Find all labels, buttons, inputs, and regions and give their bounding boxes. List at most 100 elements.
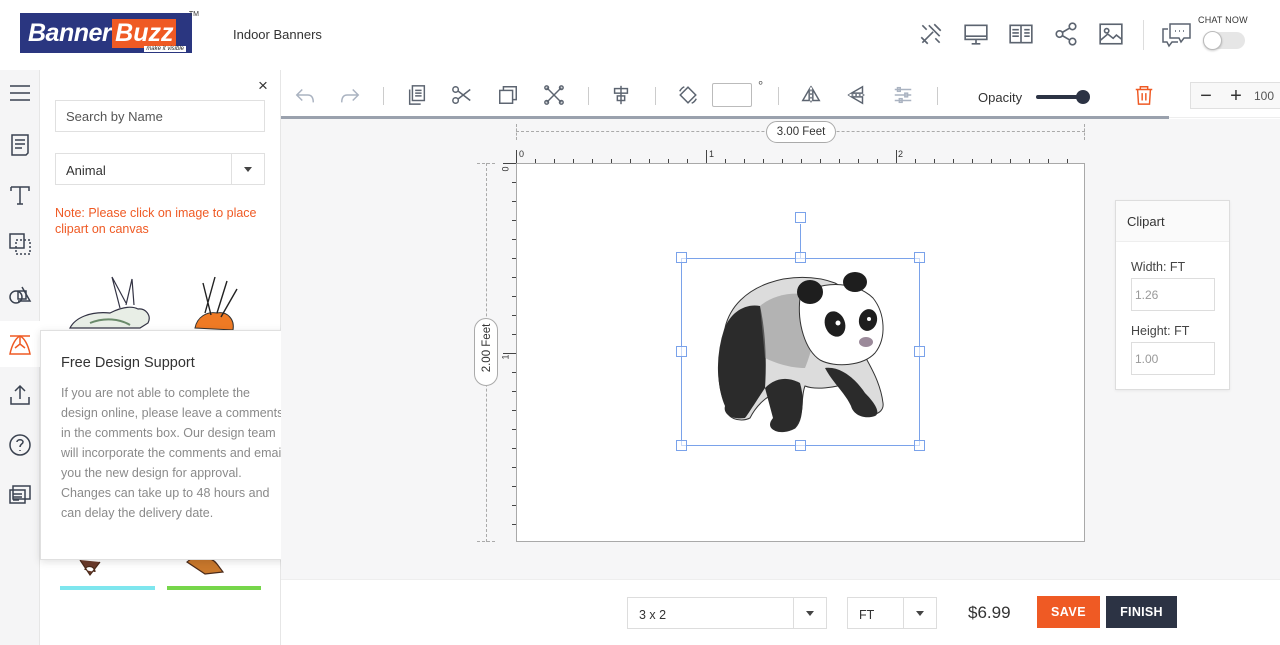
top-header: Banner Buzz make it visible TM Indoor Ba… xyxy=(0,0,1280,70)
ruler-v-label: 1 xyxy=(500,354,511,360)
rotate-icon[interactable] xyxy=(675,82,701,108)
resize-handle-top[interactable] xyxy=(795,252,806,263)
width-dimension-tick xyxy=(516,124,517,140)
toolbar-separator xyxy=(383,87,384,105)
resize-handle-bottom-right[interactable] xyxy=(914,440,925,451)
opacity-label: Opacity xyxy=(978,90,1023,105)
toolbar-separator xyxy=(655,87,656,105)
undo-icon[interactable] xyxy=(292,82,318,108)
chevron-down-icon[interactable] xyxy=(793,598,826,628)
rabbit-clipart-thumbnail[interactable] xyxy=(60,273,155,333)
width-input[interactable]: 1.26 xyxy=(1131,278,1215,311)
unit-select[interactable]: FT xyxy=(847,597,937,629)
resize-handle-right[interactable] xyxy=(914,346,925,357)
header-divider xyxy=(1143,20,1144,50)
opacity-slider[interactable] xyxy=(1036,90,1090,104)
height-dimension-tick xyxy=(477,541,495,542)
duplicate-icon[interactable] xyxy=(495,82,521,108)
menu-icon[interactable] xyxy=(0,70,40,116)
resize-handle-top-left[interactable] xyxy=(676,252,687,263)
panel-close-button[interactable]: × xyxy=(258,76,268,95)
bottom-bar: 3 x 2 FT $6.99 SAVE FINISH xyxy=(281,579,1280,645)
image-icon[interactable] xyxy=(1097,20,1125,48)
text-icon[interactable] xyxy=(0,172,40,218)
monitor-icon[interactable] xyxy=(962,20,990,48)
height-dimension-text: 2.00 Feet xyxy=(481,323,493,373)
toolbar-separator xyxy=(778,87,779,105)
flip-vertical-icon[interactable] xyxy=(844,82,870,108)
resize-handle-top-right[interactable] xyxy=(914,252,925,263)
header-actions xyxy=(917,20,1142,48)
tools-icon[interactable] xyxy=(917,20,945,48)
chevron-down-icon[interactable] xyxy=(903,598,936,628)
resize-handle-bottom-left[interactable] xyxy=(676,440,687,451)
bird-clipart-thumbnail[interactable] xyxy=(60,550,155,592)
notes-icon[interactable] xyxy=(0,122,40,168)
redo-icon[interactable] xyxy=(337,82,363,108)
adjust-sliders-icon[interactable] xyxy=(890,82,916,108)
logo-text-buzz: Buzz xyxy=(112,18,177,48)
rotate-handle[interactable] xyxy=(795,212,806,223)
toolbar-separator xyxy=(588,87,589,105)
chat-toggle-knob xyxy=(1203,31,1222,50)
editor-toolbar: ° Opacity − + 100 xyxy=(281,70,1280,118)
chat-toggle[interactable] xyxy=(1203,31,1245,50)
ruler-h-label: 2 xyxy=(898,149,904,159)
crop-remove-icon[interactable] xyxy=(541,82,567,108)
shapes-icon[interactable] xyxy=(0,272,40,318)
copy-icon[interactable] xyxy=(404,82,430,108)
vertical-ruler xyxy=(503,163,516,525)
chevron-down-icon[interactable] xyxy=(231,154,264,184)
cut-icon[interactable] xyxy=(449,82,475,108)
height-input[interactable]: 1.00 xyxy=(1131,342,1215,375)
help-icon[interactable] xyxy=(0,422,40,468)
zoom-value: 100 xyxy=(1254,89,1275,103)
logo-trademark: TM xyxy=(188,11,199,18)
chat-icon[interactable] xyxy=(1160,20,1194,50)
resize-handle-left[interactable] xyxy=(676,346,687,357)
clipart-search-input[interactable] xyxy=(55,100,265,132)
share-icon[interactable] xyxy=(1052,20,1080,48)
category-select[interactable]: Animal xyxy=(55,153,265,185)
popup-title: Free Design Support xyxy=(61,355,195,371)
width-dimension-tick xyxy=(1084,124,1085,140)
ruler-h-label: 1 xyxy=(709,149,715,159)
category-select-value: Animal xyxy=(66,163,106,178)
panda-clipart[interactable] xyxy=(705,268,895,438)
comments-icon[interactable] xyxy=(0,472,40,518)
flip-horizontal-icon[interactable] xyxy=(798,82,824,108)
ruler-v-label: 0 xyxy=(500,166,511,172)
horizontal-ruler xyxy=(516,150,1068,163)
layers-icon[interactable] xyxy=(0,221,40,267)
zoom-control: − + 100 xyxy=(1190,82,1280,109)
clipart-note: Note: Please click on image to place cli… xyxy=(55,206,257,236)
clipart-icon[interactable] xyxy=(0,321,40,367)
book-icon[interactable] xyxy=(1007,20,1035,48)
align-center-icon[interactable] xyxy=(608,82,634,108)
popup-body: If you are not able to complete the desi… xyxy=(61,386,285,520)
opacity-slider-handle[interactable] xyxy=(1076,90,1090,104)
rotation-angle-input[interactable] xyxy=(712,83,752,107)
size-select[interactable]: 3 x 2 xyxy=(627,597,827,629)
bannerbuzz-logo[interactable]: Banner Buzz make it visible TM xyxy=(20,11,199,53)
save-button[interactable]: SAVE xyxy=(1037,596,1100,628)
toolbar-progress-line xyxy=(281,116,1169,119)
logo-text-banner: Banner xyxy=(28,18,112,47)
size-select-value: 3 x 2 xyxy=(639,608,667,622)
chat-now-label: CHAT NOW xyxy=(1198,15,1248,25)
selection-box xyxy=(681,258,920,446)
resize-handle-bottom[interactable] xyxy=(795,440,806,451)
degree-symbol: ° xyxy=(758,78,764,93)
zoom-out-button[interactable]: − xyxy=(1200,85,1212,107)
unit-select-value: FT xyxy=(859,608,875,622)
height-label: Height: FT xyxy=(1131,324,1190,338)
zoom-in-button[interactable]: + xyxy=(1230,85,1242,107)
tiger-clipart-thumbnail[interactable] xyxy=(185,273,245,333)
logo-tagline: make it visible xyxy=(144,46,186,52)
delete-icon[interactable] xyxy=(1133,84,1155,111)
finish-button[interactable]: FINISH xyxy=(1106,596,1177,628)
ruler-h-label: 0 xyxy=(519,149,525,159)
width-label: Width: FT xyxy=(1131,260,1186,274)
upload-icon[interactable] xyxy=(0,372,40,418)
rotation-handle-line xyxy=(800,224,801,258)
